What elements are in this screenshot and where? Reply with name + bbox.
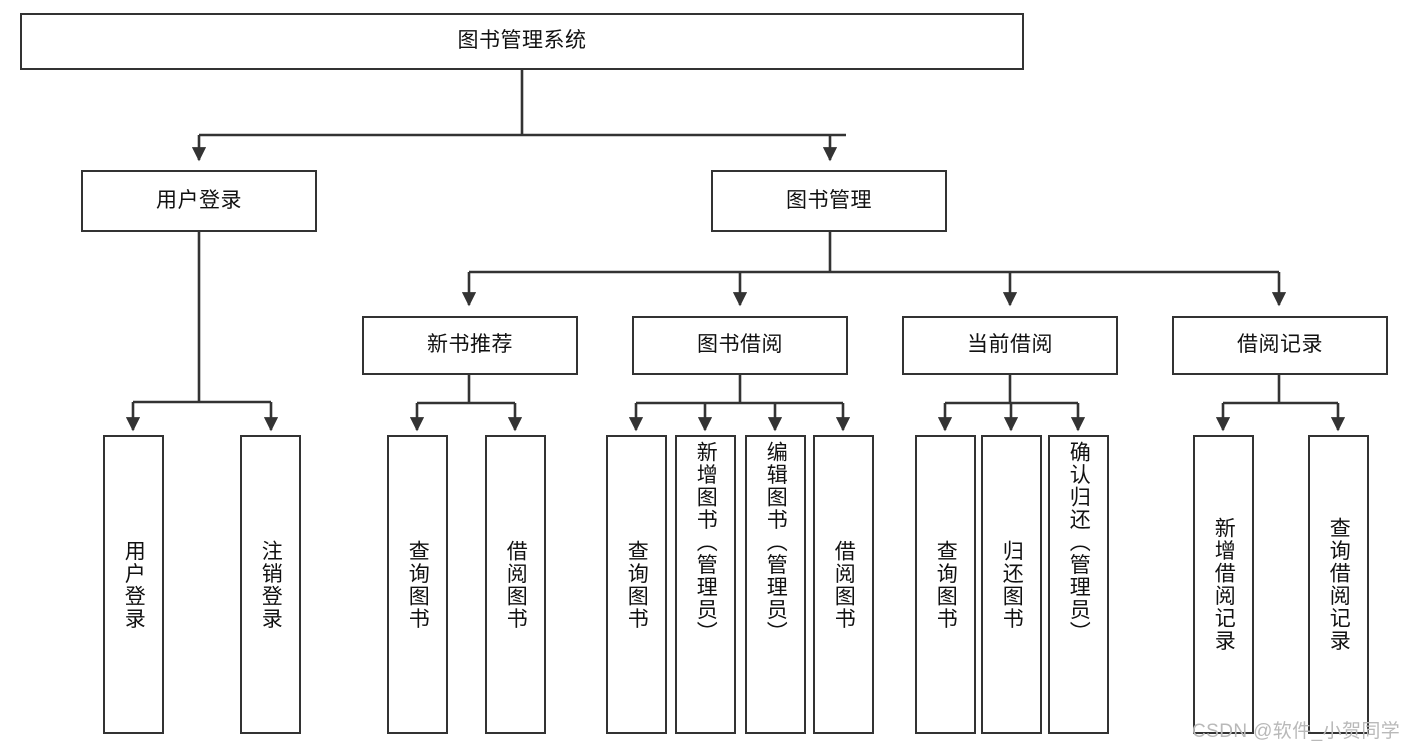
- node-book-borrow[interactable]: 图书借阅: [632, 316, 848, 375]
- leaf-query-book-recommend[interactable]: 查询图书: [387, 435, 448, 734]
- leaf-edit-book-admin[interactable]: 编辑图书（管理员）: [745, 435, 806, 734]
- node-user-login[interactable]: 用户登录: [81, 170, 317, 232]
- leaf-return-book[interactable]: 归还图书: [981, 435, 1042, 734]
- leaf-confirm-return-admin[interactable]: 确认归还（管理员）: [1048, 435, 1109, 734]
- node-label: 用户登录: [122, 539, 146, 630]
- node-label: 图书管理: [786, 188, 872, 212]
- node-label: 查询图书: [406, 539, 430, 630]
- leaf-query-book-current[interactable]: 查询图书: [915, 435, 976, 734]
- node-label: 查询图书: [625, 539, 649, 630]
- node-label: 注销登录: [259, 539, 283, 630]
- node-label: 查询图书: [934, 539, 958, 630]
- node-borrow-record[interactable]: 借阅记录: [1172, 316, 1388, 375]
- node-new-book-recommend[interactable]: 新书推荐: [362, 316, 578, 375]
- leaf-logout[interactable]: 注销登录: [240, 435, 301, 734]
- node-label: 新增图书（管理员）: [694, 441, 718, 644]
- node-root-book-management-system[interactable]: 图书管理系统: [20, 13, 1024, 70]
- leaf-borrow-book[interactable]: 借阅图书: [813, 435, 874, 734]
- node-label: 借阅图书: [832, 539, 856, 630]
- leaf-add-borrow-record[interactable]: 新增借阅记录: [1193, 435, 1254, 734]
- node-label: 用户登录: [156, 188, 242, 212]
- node-label: 编辑图书（管理员）: [764, 441, 788, 644]
- node-current-borrow[interactable]: 当前借阅: [902, 316, 1118, 375]
- leaf-borrow-book-recommend[interactable]: 借阅图书: [485, 435, 546, 734]
- leaf-query-book-borrow[interactable]: 查询图书: [606, 435, 667, 734]
- leaf-query-borrow-record[interactable]: 查询借阅记录: [1308, 435, 1369, 734]
- node-label: 查询借阅记录: [1327, 517, 1351, 652]
- node-label: 归还图书: [1000, 539, 1024, 630]
- node-label: 新书推荐: [427, 333, 513, 357]
- node-label: 当前借阅: [967, 333, 1053, 357]
- node-label: 确认归还（管理员）: [1067, 441, 1091, 644]
- node-label: 图书借阅: [697, 333, 783, 357]
- node-label: 新增借阅记录: [1212, 517, 1236, 652]
- csdn-watermark: CSDN @软件_小贺同学: [1192, 721, 1401, 742]
- node-book-management[interactable]: 图书管理: [711, 170, 947, 232]
- node-label: 借阅记录: [1237, 333, 1323, 357]
- leaf-user-login[interactable]: 用户登录: [103, 435, 164, 734]
- leaf-add-book-admin[interactable]: 新增图书（管理员）: [675, 435, 736, 734]
- node-label: 图书管理系统: [457, 29, 587, 53]
- node-label: 借阅图书: [504, 539, 528, 630]
